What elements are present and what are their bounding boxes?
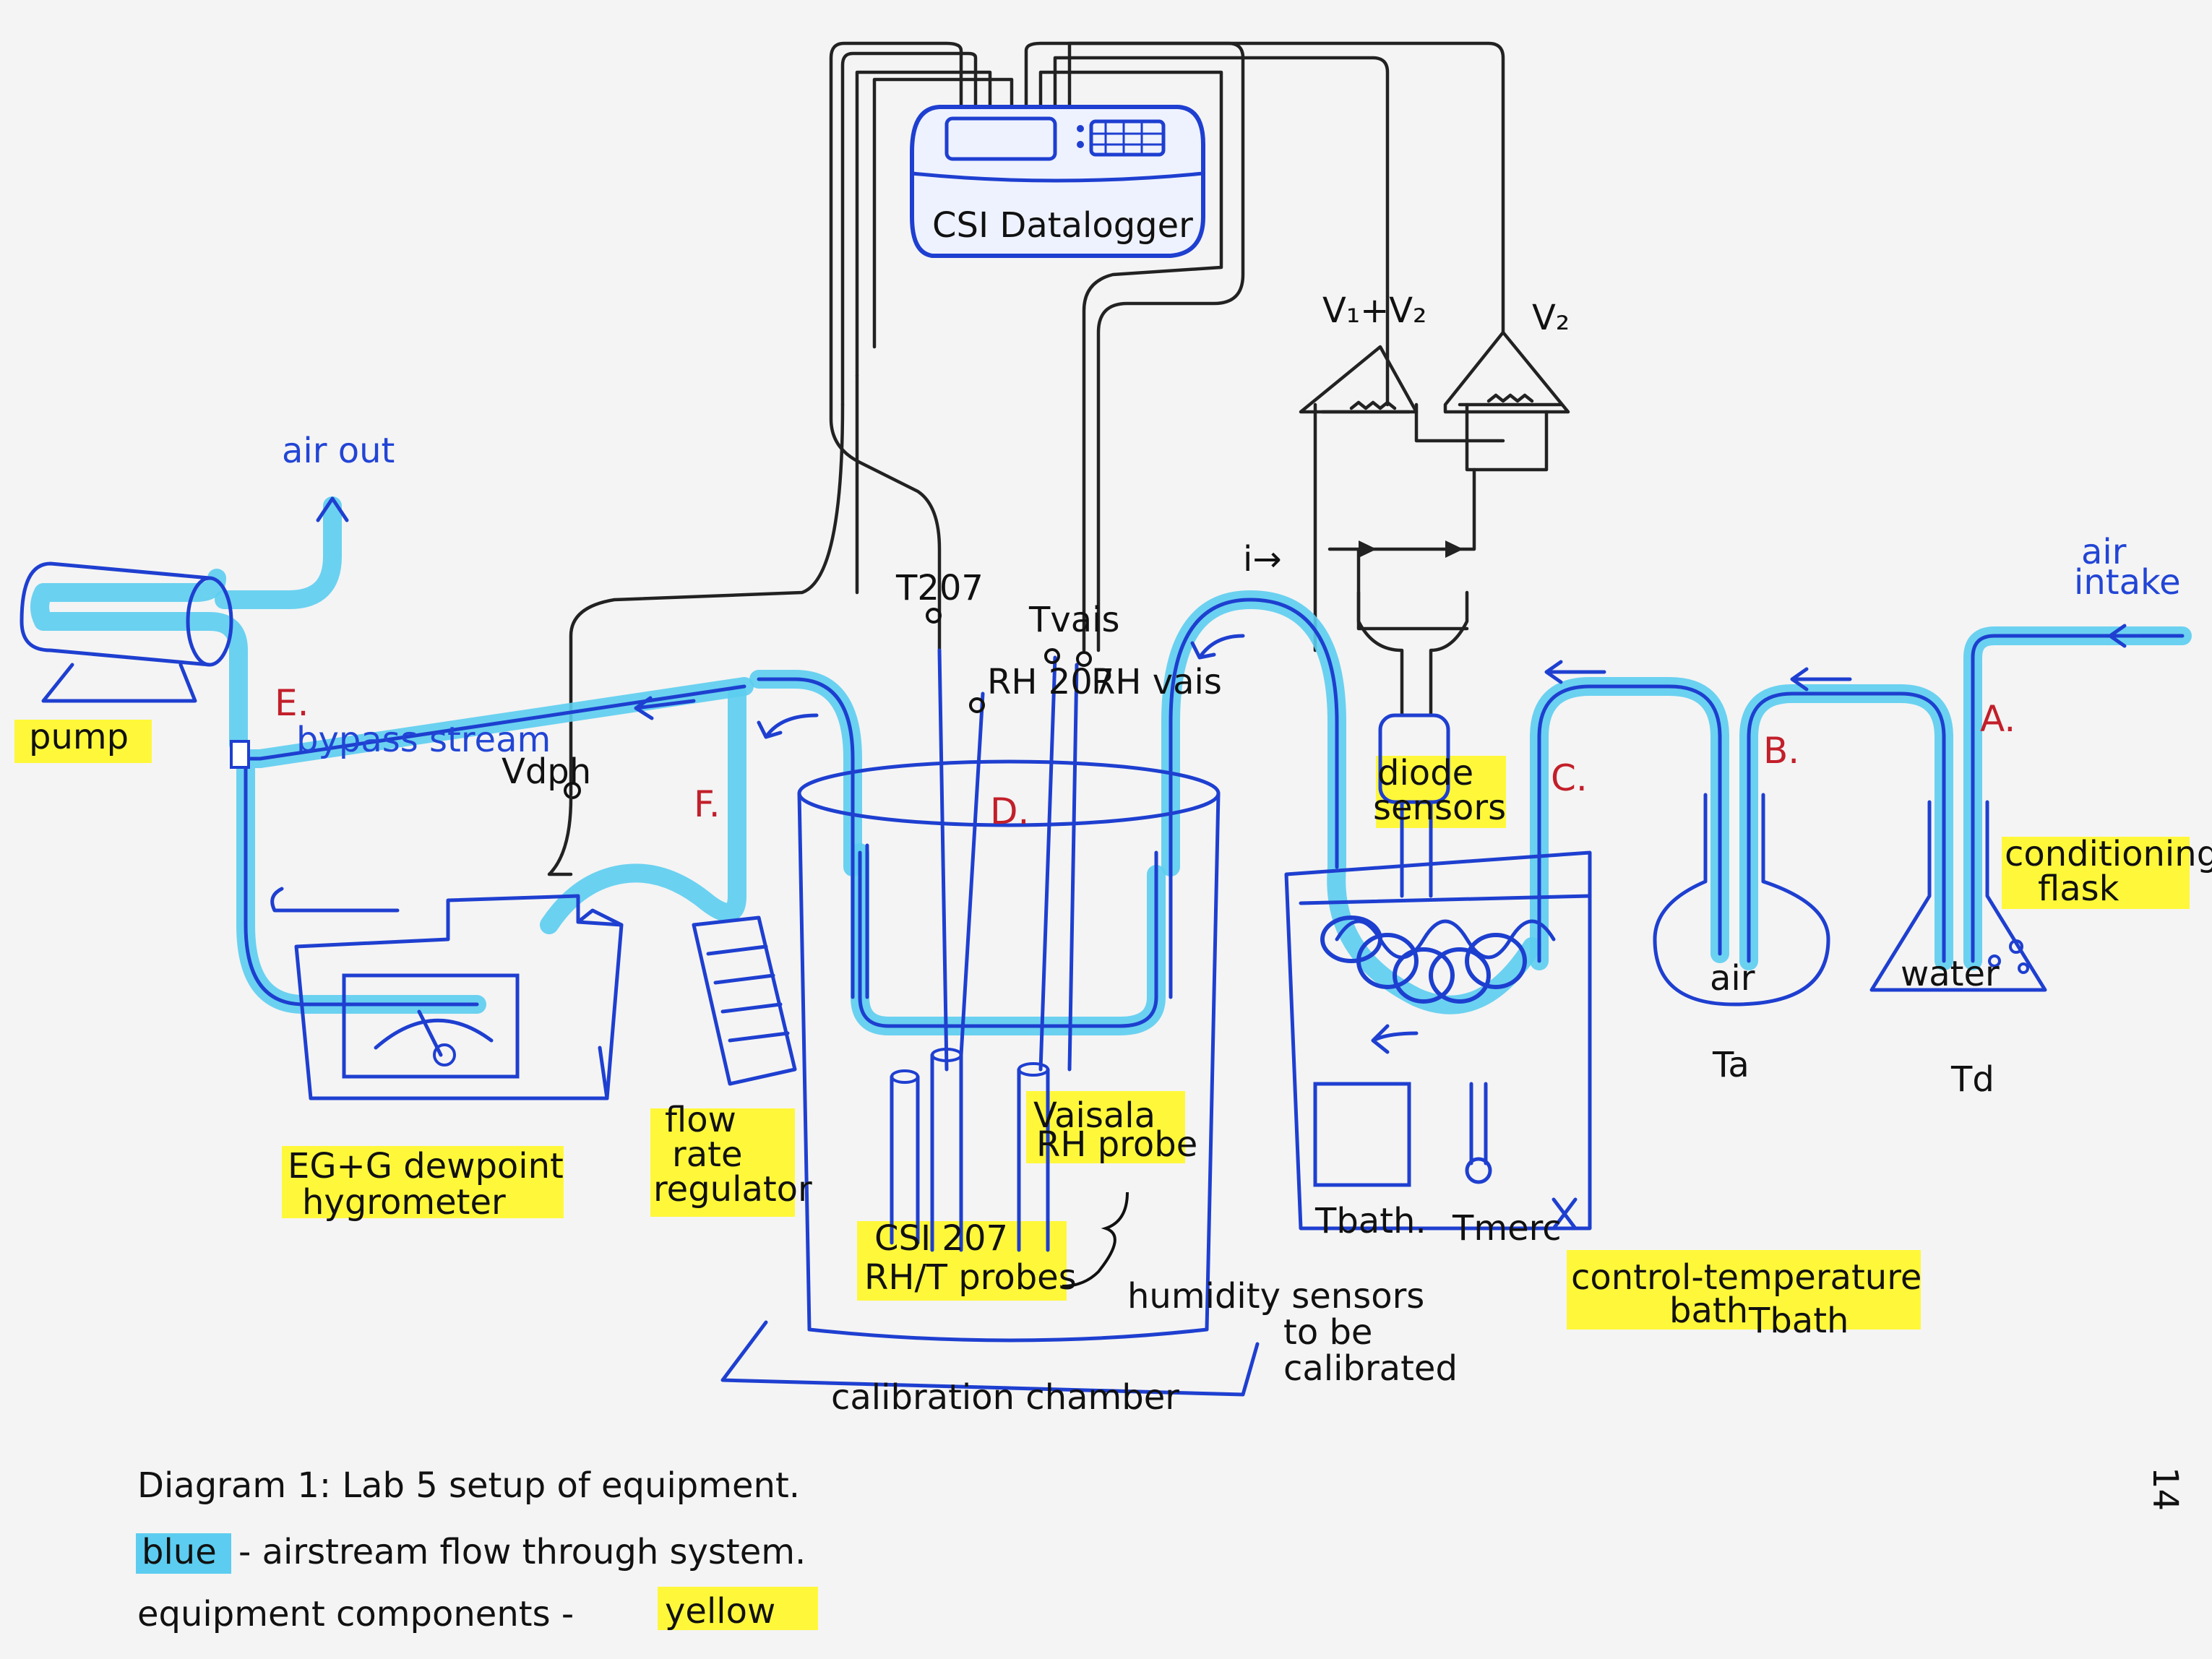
csi207-label-2: RH/T probes xyxy=(864,1257,1077,1298)
air-flask-label: air xyxy=(1710,958,1755,999)
rhvais-label: RH vais xyxy=(1091,662,1222,702)
pump-label: pump xyxy=(29,717,129,757)
vaisala-label-1: Vaisala xyxy=(1033,1095,1156,1136)
humidity-label-3: calibrated xyxy=(1283,1348,1458,1389)
flow-label-3: regulator xyxy=(653,1169,812,1210)
calibration-chamber: T207 RH 207 Tvais RH vais CSI 207 RH/T p… xyxy=(720,568,1458,1418)
water-label: water xyxy=(1901,954,2000,994)
tvais-label: Tvais xyxy=(1028,600,1119,640)
rh207-label: RH 207 xyxy=(987,662,1114,702)
caption-yellow-key: yellow xyxy=(665,1591,775,1632)
humidity-label-2: to be xyxy=(1283,1312,1372,1353)
flow-label-2: rate xyxy=(672,1134,743,1175)
td-label: Td xyxy=(1950,1059,1994,1100)
amp1-label: V₁+V₂ xyxy=(1322,290,1426,331)
label-a: A. xyxy=(1980,698,2015,740)
diode-sensors-label-1: diode xyxy=(1377,753,1473,793)
caption-blue-key: blue xyxy=(142,1532,217,1572)
csi207-label-1: CSI 207 xyxy=(874,1218,1008,1259)
ta-label: Ta xyxy=(1712,1045,1750,1085)
label-d: D. xyxy=(990,790,1029,832)
flow-label-1: flow xyxy=(665,1100,736,1140)
hygrometer-label-2: hygrometer xyxy=(302,1182,506,1223)
pump: pump air out xyxy=(20,431,395,757)
current-label: i→ xyxy=(1243,539,1282,579)
bath-label-3: Tbath xyxy=(1748,1301,1849,1341)
caption: Diagram 1: Lab 5 setup of equipment. blu… xyxy=(137,1465,806,1634)
airstream-path xyxy=(30,496,2192,1054)
caption-line-1: Diagram 1: Lab 5 setup of equipment. xyxy=(137,1465,800,1506)
dewpoint-hygrometer: EG+G dewpoint hygrometer xyxy=(288,894,624,1223)
datalogger-label: CSI Datalogger xyxy=(932,205,1193,246)
label-c: C. xyxy=(1551,757,1588,799)
air-intake-label-1: air xyxy=(2081,532,2127,572)
conditioning-flask-label-1: conditioning xyxy=(2005,834,2212,874)
temperature-bath: diode sensors Tbath. Tmerc control-tempe… xyxy=(1284,713,1921,1341)
vaisala-label-2: RH probe xyxy=(1036,1124,1197,1165)
air-out-label: air out xyxy=(282,431,395,471)
label-f: F. xyxy=(694,783,720,825)
t207-label: T207 xyxy=(895,568,984,608)
hygrometer-label-1: EG+G dewpoint xyxy=(288,1146,564,1186)
diagram-labels: air intake bypass stream E. F. D. C. B. … xyxy=(275,532,2185,1511)
label-b: B. xyxy=(1763,730,1799,772)
conditioning-flask: conditioning flask water Td xyxy=(1869,800,2212,1100)
bath-label-2: bath xyxy=(1669,1290,1748,1331)
flow-regulator: flow rate regulator xyxy=(653,915,812,1210)
tbath-small-label: Tbath. xyxy=(1314,1201,1426,1241)
amplifier-circuit: V₁+V₂ V₂ i→ xyxy=(1243,290,1570,718)
csi-datalogger: CSI Datalogger xyxy=(910,105,1205,258)
humidity-label-1: humidity sensors xyxy=(1127,1276,1424,1317)
yellow-highlights xyxy=(14,208,2190,1630)
conditioning-flask-label-2: flask xyxy=(2038,869,2120,909)
air-intake-label-2: intake xyxy=(2074,562,2181,603)
datalogger-wiring xyxy=(569,41,1505,797)
amp2-label: V₂ xyxy=(1532,298,1570,338)
chamber-label: calibration chamber xyxy=(831,1377,1179,1418)
caption-line-3: equipment components - xyxy=(137,1594,574,1634)
bypass-stream-label: bypass stream xyxy=(296,720,551,760)
bath-label-1: control-temperature xyxy=(1571,1257,1921,1298)
caption-line-2: - airstream flow through system. xyxy=(238,1532,806,1572)
air-flask: air Ta xyxy=(1653,793,1830,1085)
label-e: E. xyxy=(275,682,309,724)
page-number: 14 xyxy=(2145,1467,2185,1511)
tmerc-label: Tmerc xyxy=(1452,1208,1562,1249)
diode-sensors-label-2: sensors xyxy=(1373,788,1506,828)
